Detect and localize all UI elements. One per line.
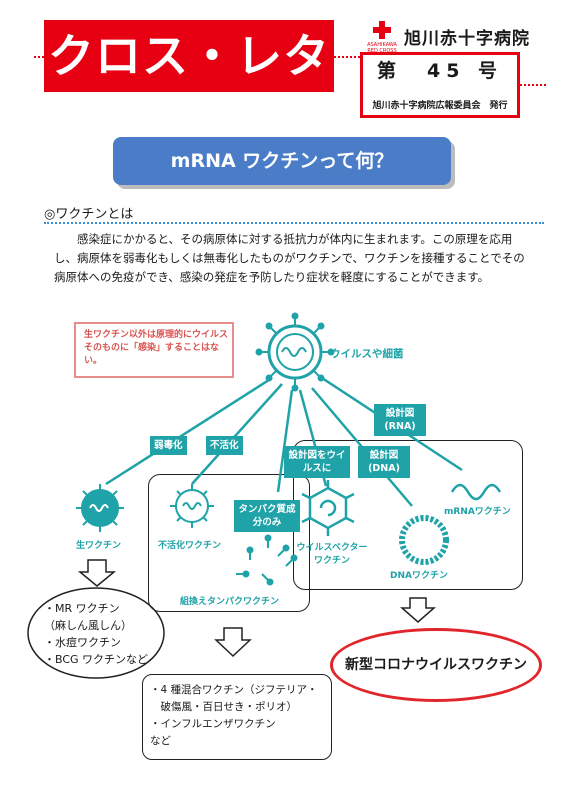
recombinant-frame	[148, 474, 310, 612]
publisher-line: 旭川赤十字病院広報委員会 発行	[372, 101, 508, 111]
arrow-down-icon	[214, 627, 252, 658]
issue-box	[360, 52, 520, 118]
inactivated-examples: ・4 種混合ワクチン（ジフテリア・ 破傷風・百日せき・ポリオ） ・インフルエンザ…	[150, 682, 318, 750]
newsletter-title: クロス・レター	[48, 29, 330, 151]
tag-design-rna: 設計図(RNA)	[374, 404, 426, 436]
example-item: 破傷風・百日せき・ポリオ）	[150, 701, 297, 713]
topic-banner-title: mRNA ワクチンって何？	[170, 150, 394, 172]
inactivated-vaccine-icon	[170, 484, 214, 528]
section-body: 感染症にかかると、その病原体に対する抵抗力が体内に生まれます。この原理を応用し、…	[54, 230, 532, 287]
title-background	[44, 20, 334, 92]
tag-inactivate: 不活化	[206, 436, 243, 455]
inactivated-examples-box	[142, 674, 332, 760]
protein-fragments-icon	[236, 534, 298, 586]
section-divider	[44, 222, 544, 224]
issue-number: 第 45 号	[376, 60, 504, 82]
note-box	[74, 322, 234, 378]
arrow-down-icon	[400, 597, 436, 623]
label-recombinant-vaccine: 組換えタンパクワクチン	[180, 597, 280, 607]
virus-label: ウイルスや細菌	[330, 348, 404, 360]
label-dna-vaccine: DNAワクチン	[390, 571, 448, 581]
arrow-down-icon	[77, 559, 117, 587]
viral-vector-icon	[301, 480, 355, 536]
example-item: ・MR ワクチン	[44, 602, 120, 615]
topic-banner	[113, 137, 451, 185]
tag-protein-only: タンパク質成分のみ	[234, 500, 300, 532]
covid-vaccine-label: 新型コロナウイルスワクチン	[345, 657, 527, 673]
tag-gene-into-virus: 設計図をウイルスに	[284, 446, 350, 478]
hospital-name: 旭川赤十字病院	[404, 29, 530, 49]
live-vaccine-icon	[76, 484, 124, 532]
label-viral-vector-vaccine: ウイルスベクターワクチン	[296, 543, 368, 566]
label-inactivated-vaccine: 不活化ワクチン	[158, 541, 222, 551]
logo-subtext: ASAHIKAWA RED CROSS	[367, 42, 397, 54]
body-paragraph: 感染症にかかると、その病原体に対する抵抗力が体内に生まれます。この原理を応用し、…	[54, 232, 525, 284]
header-right-dotted-line	[520, 84, 546, 86]
section-heading: ◎ワクチンとは	[44, 207, 134, 222]
tag-design-dna: 設計図(DNA)	[358, 446, 410, 478]
dna-plasmid-icon	[399, 515, 449, 565]
example-item: ・水痘ワクチン	[44, 636, 121, 649]
note-text: 生ワクチン以外は原理的にウイルスそのものに「感染」することはない。	[84, 330, 229, 366]
virus-icon	[255, 312, 335, 392]
tag-attenuate: 弱毒化	[150, 436, 187, 455]
live-examples-oval	[27, 587, 165, 679]
example-item: など	[150, 735, 171, 747]
red-cross-icon	[373, 21, 391, 39]
mrna-strand-icon	[450, 483, 502, 501]
example-item: ・インフルエンザワクチン	[150, 718, 276, 730]
live-examples: ・MR ワクチン （麻しん風しん） ・水痘ワクチン ・BCG ワクチンなど	[44, 600, 148, 668]
example-item: （麻しん風しん）	[44, 619, 132, 632]
covid-vaccine-oval	[330, 628, 542, 702]
label-live-vaccine: 生ワクチン	[76, 541, 122, 551]
example-item: ・BCG ワクチンなど	[44, 653, 149, 666]
label-mrna-vaccine: mRNAワクチン	[444, 507, 511, 517]
example-item: ・4 種混合ワクチン（ジフテリア・	[150, 684, 318, 696]
